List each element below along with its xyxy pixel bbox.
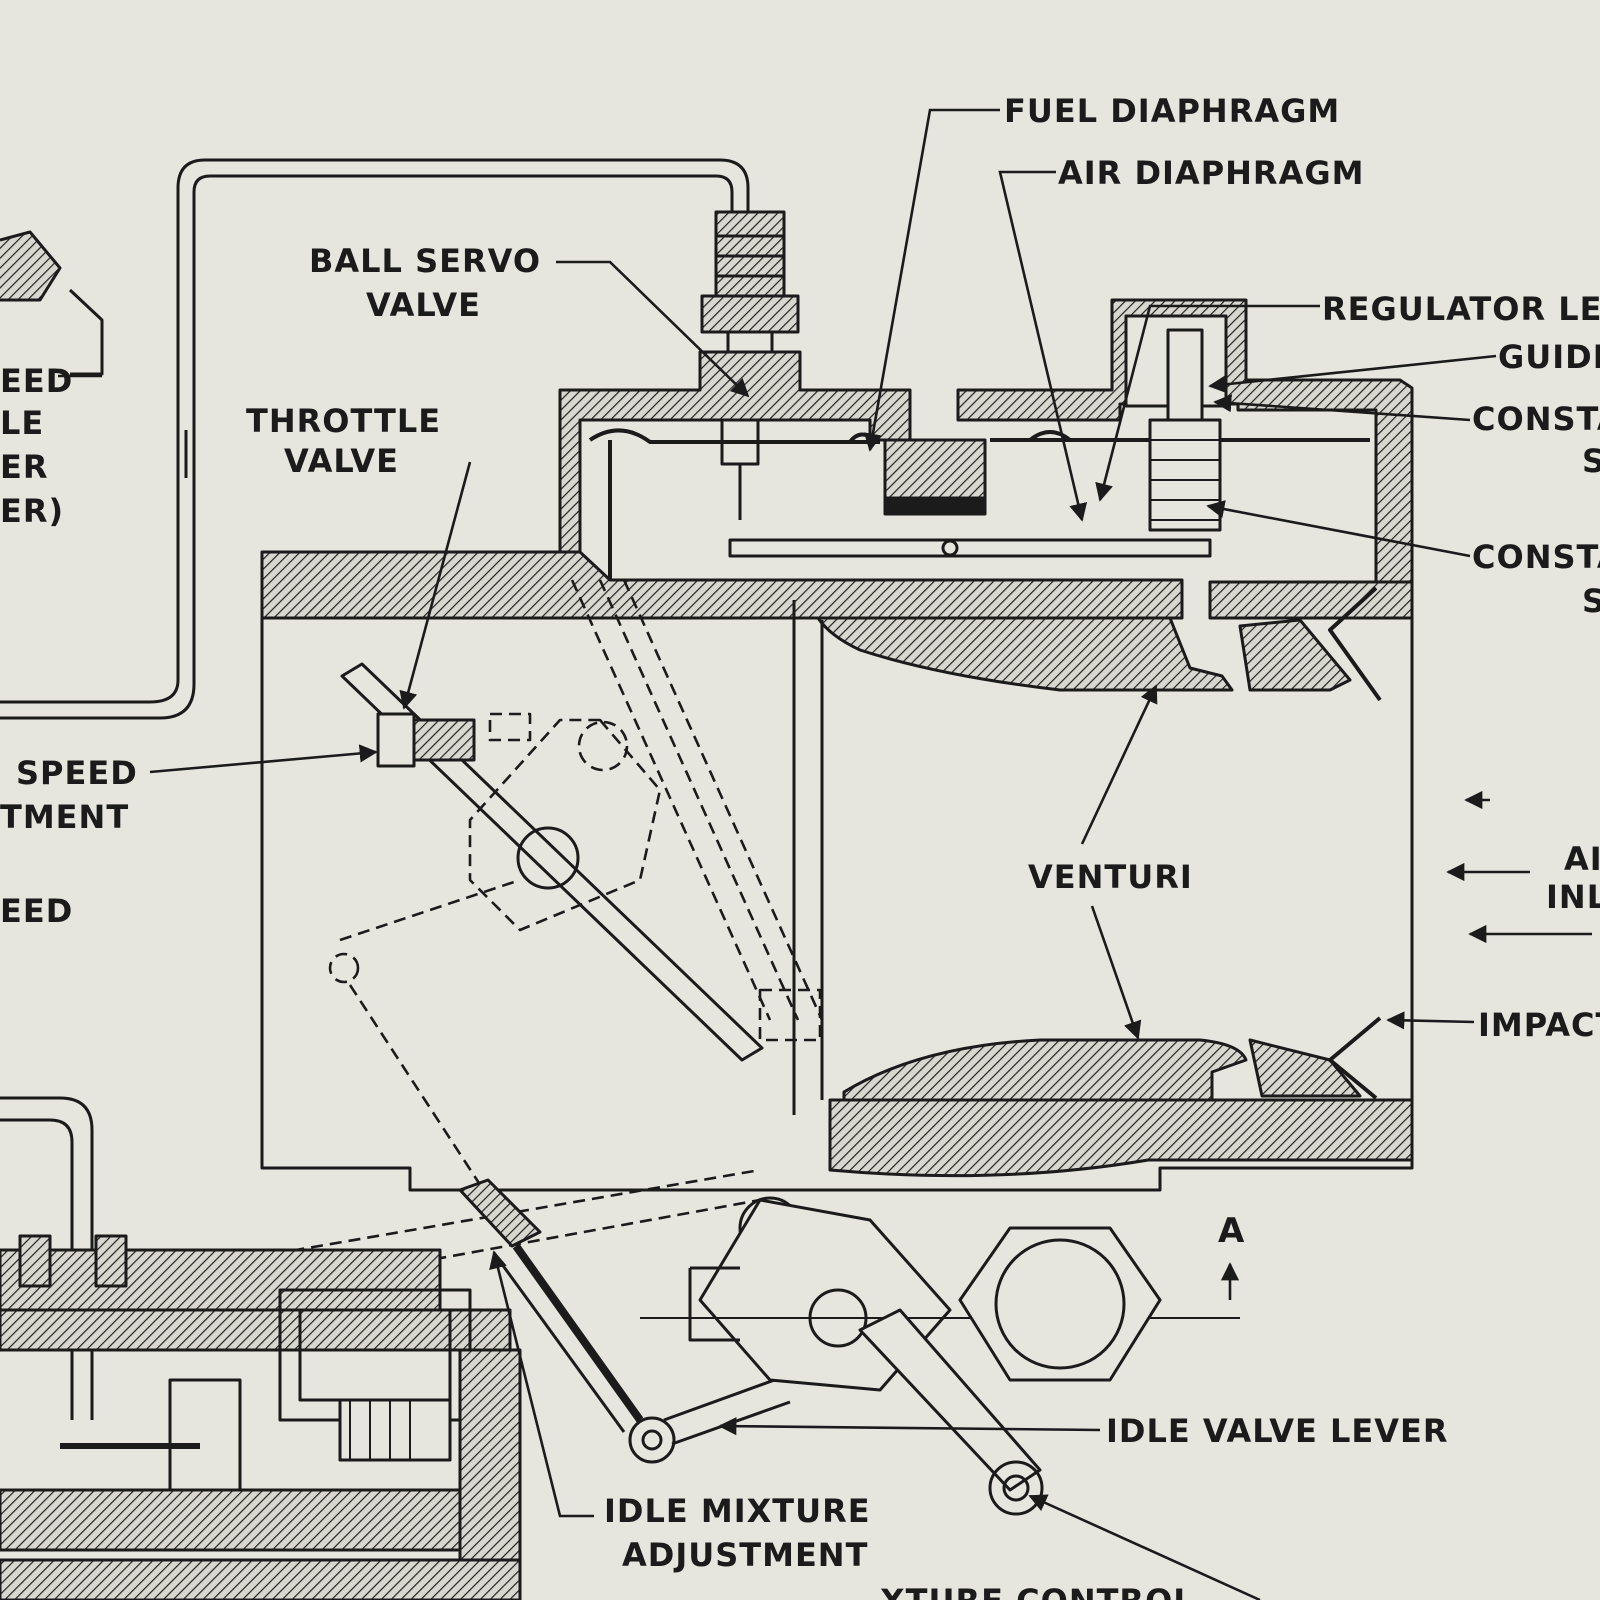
- label-idle-mixture-line2: ADJUSTMENT: [622, 1536, 869, 1574]
- label-bottom-partial: XTURE CONTROL: [880, 1580, 1195, 1600]
- label-left-partial-5: EED: [0, 892, 74, 930]
- label-fuel-diaphragm: FUEL DIAPHRAGM: [1004, 92, 1341, 130]
- label-air-inlet-line2: INL: [1546, 878, 1600, 916]
- throttle-valve-plate: [340, 662, 764, 1062]
- impact-tubes: [1328, 586, 1382, 1100]
- label-idle-mixture-line1: IDLE MIXTURE: [604, 1492, 871, 1530]
- label-idle-valve-lever: IDLE VALVE LEVER: [1106, 1412, 1449, 1450]
- label-left-partial-4: ER): [0, 492, 65, 530]
- idle-valve-lever: [640, 1196, 1240, 1516]
- hidden-linkage: [179, 579, 824, 1302]
- label-throttle-valve-line2: VALVE: [284, 442, 399, 480]
- label-section-mark: A: [1218, 1211, 1246, 1251]
- leader-lines: [149, 108, 1592, 1600]
- label-left-partial-3: ER: [0, 448, 49, 486]
- venturi-upper: [816, 616, 1352, 692]
- label-constant-1-line2: S: [1582, 442, 1600, 480]
- label-left-partial-2: LE: [0, 404, 45, 442]
- label-ball-servo-valve-line2: VALVE: [366, 286, 481, 324]
- label-venturi: VENTURI: [1028, 858, 1193, 896]
- label-speed-adjustment-line1: SPEED: [16, 754, 138, 792]
- label-constant-2-line1: CONSTA: [1472, 538, 1600, 576]
- label-guide: GUIDE: [1498, 338, 1600, 376]
- left-partial-part: [0, 230, 104, 376]
- label-air-diaphragm: AIR DIAPHRAGM: [1058, 154, 1365, 192]
- fuel-control-unit: [0, 1096, 522, 1600]
- label-regulator-lever: REGULATOR LE: [1322, 290, 1600, 328]
- label-impact: IMPACT: [1478, 1006, 1600, 1044]
- label-left-partial-1: EED: [0, 362, 74, 400]
- fuel-tube: [0, 158, 750, 720]
- regulator-lever: [728, 328, 1222, 558]
- label-speed-adjustment-line2: TMENT: [0, 798, 130, 836]
- label-constant-1-line1: CONSTA: [1472, 400, 1600, 438]
- label-ball-servo-valve-line1: BALL SERVO: [308, 242, 542, 280]
- label-throttle-valve-line1: THROTTLE: [246, 402, 442, 440]
- label-air-inlet-line1: AI: [1564, 840, 1600, 878]
- label-constant-2-line2: S: [1582, 582, 1600, 620]
- venturi-lower: [828, 1038, 1414, 1178]
